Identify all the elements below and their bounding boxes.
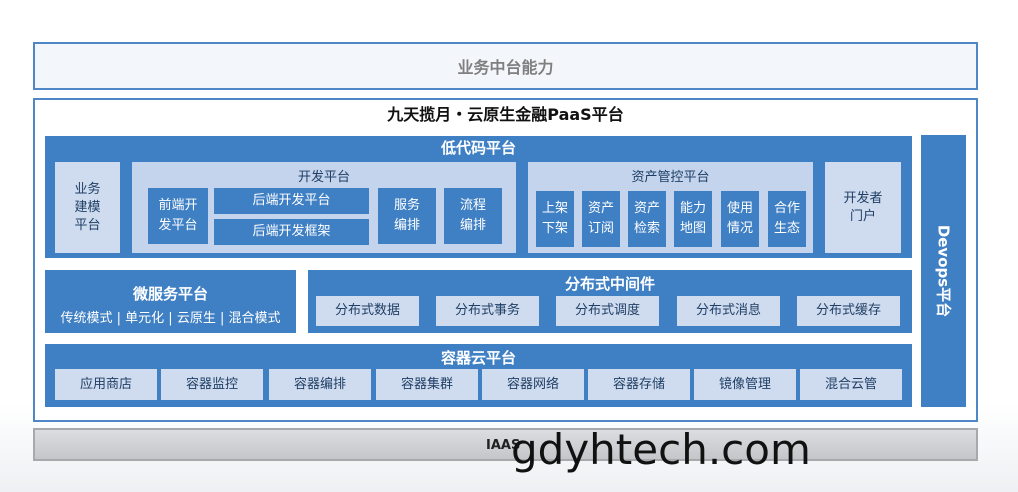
- container-item: 应用商店: [55, 369, 157, 400]
- flow-orchestration: 流程 编排: [444, 188, 502, 244]
- microservice-platform: [45, 270, 296, 333]
- iaas-layer: [33, 428, 978, 461]
- container-item: 混合云管: [800, 369, 902, 400]
- container-item: 容器监控: [161, 369, 263, 400]
- asset-item: 资产 订阅: [582, 191, 620, 247]
- business-middle-platform-banner: 业务中台能力: [33, 42, 978, 90]
- platform-title: 九天揽月・云原生金融PaaS平台: [387, 105, 624, 124]
- devops-platform: Devops平台: [921, 135, 966, 407]
- backend-dev-framework: 后端开发框架: [214, 219, 369, 245]
- developer-portal: 开发者 门户: [825, 162, 901, 253]
- frontend-dev-platform: 前端开 发平台: [148, 188, 208, 244]
- middleware-item: 分布式事务: [436, 296, 539, 326]
- asset-item: 资产 检索: [628, 191, 666, 247]
- devops-label: Devops平台: [934, 224, 952, 318]
- asset-item: 使用 情况: [721, 191, 759, 247]
- dev-platform-title: 开发平台: [297, 170, 350, 185]
- container-item: 容器存储: [588, 369, 690, 400]
- microservice-modes: 传统模式 | 单元化 | 云原生 | 混合模式: [60, 311, 281, 326]
- middleware-item: 分布式数据: [316, 296, 419, 326]
- business-modeling-platform: 业务 建模 平台: [55, 162, 120, 253]
- watermark-text: gdyhtech.com: [511, 425, 811, 474]
- banner-text: 业务中台能力: [457, 58, 554, 77]
- asset-platform-title: 资产管控平台: [631, 170, 710, 185]
- middleware-item: 分布式调度: [556, 296, 659, 326]
- middleware-item: 分布式消息: [677, 296, 780, 326]
- service-orchestration: 服务 编排: [378, 188, 436, 244]
- asset-item: 能力 地图: [674, 191, 712, 247]
- low-code-title: 低代码平台: [440, 139, 516, 157]
- iaas-label: IAAS: [486, 438, 521, 453]
- middleware-item: 分布式缓存: [797, 296, 900, 326]
- container-item: 容器编排: [269, 369, 371, 400]
- asset-item: 合作 生态: [768, 191, 806, 247]
- microservice-title: 微服务平台: [132, 285, 208, 303]
- container-title: 容器云平台: [440, 349, 516, 367]
- container-item: 容器网络: [482, 369, 584, 400]
- backend-dev-platform: 后端开发平台: [214, 188, 369, 214]
- asset-item: 上架 下架: [536, 191, 574, 247]
- middleware-title: 分布式中间件: [564, 275, 655, 293]
- asset-control-platform: [528, 162, 813, 253]
- container-item: 容器集群: [376, 369, 478, 400]
- container-item: 镜像管理: [694, 369, 796, 400]
